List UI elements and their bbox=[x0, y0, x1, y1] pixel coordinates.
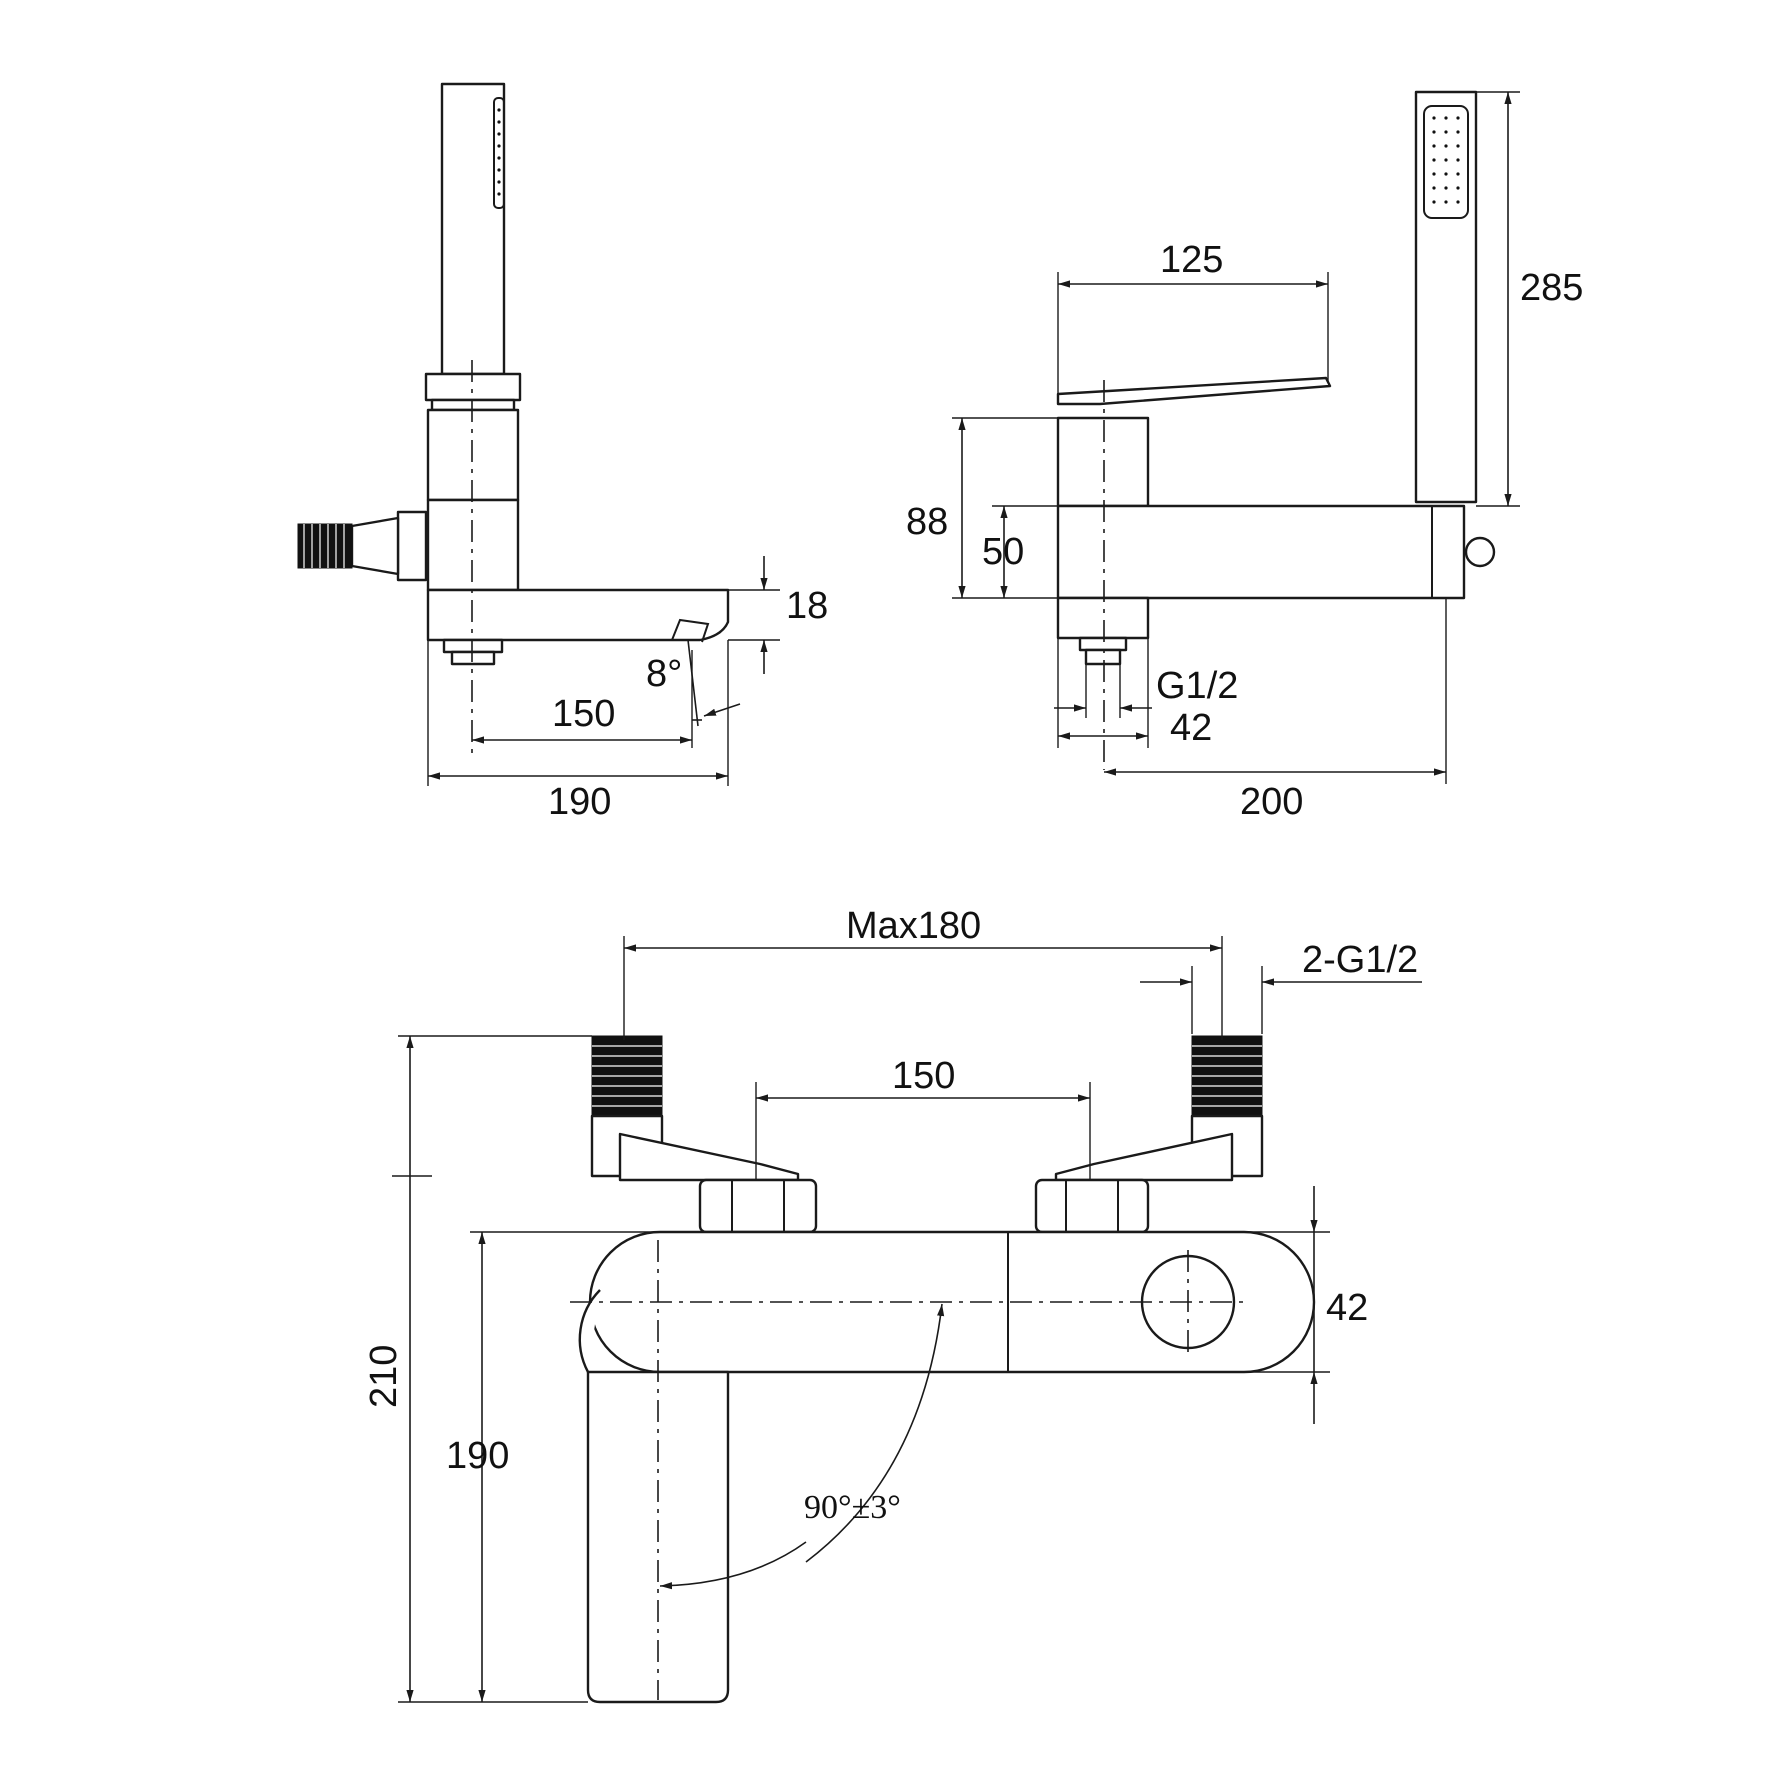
dim-42-label: 42 bbox=[1326, 1287, 1368, 1329]
inlet-thread bbox=[297, 523, 353, 569]
inlet-ring bbox=[1078, 636, 1128, 652]
shower-holder-collar bbox=[424, 372, 522, 402]
inlet-elbow bbox=[350, 516, 400, 576]
right-inlet-thread bbox=[1191, 1035, 1263, 1117]
right-nut bbox=[1034, 1178, 1150, 1234]
body-corner-curve bbox=[578, 1289, 601, 1373]
angle-90-label: 90°±3° bbox=[804, 1489, 901, 1526]
lever-handle bbox=[1056, 376, 1332, 406]
dim-200-label: 200 bbox=[1240, 781, 1303, 823]
dim-210-label: 210 bbox=[363, 1345, 405, 1408]
shower-holder-ring bbox=[430, 398, 516, 412]
dim-150-label: 150 bbox=[552, 693, 615, 735]
shower-head-dots bbox=[1432, 116, 1460, 204]
holder-knob bbox=[1464, 536, 1496, 568]
angle-8-label: 8° bbox=[646, 653, 682, 695]
angle-arc-bottom bbox=[659, 1541, 807, 1590]
aerator bbox=[671, 618, 710, 643]
left-inlet-thread bbox=[591, 1035, 663, 1117]
dim-g12-label: G1/2 bbox=[1156, 665, 1238, 707]
main-body bbox=[1056, 504, 1466, 600]
angle-arrow bbox=[703, 703, 741, 717]
left-nut bbox=[698, 1178, 818, 1234]
dim-88-label: 88 bbox=[906, 501, 948, 543]
angle-arc-top bbox=[805, 1303, 945, 1563]
inlet-base bbox=[1056, 596, 1150, 640]
dim-42-label: 42 bbox=[1170, 707, 1212, 749]
top-view: Max180 2-G1/2 150 42 210 190 90°±3° bbox=[363, 905, 1422, 1704]
hand-shower-nozzle-strip bbox=[493, 97, 505, 209]
spout bbox=[426, 588, 730, 642]
dim-50-label: 50 bbox=[982, 531, 1024, 573]
dim-285-label: 285 bbox=[1520, 267, 1583, 309]
inlet-connector bbox=[1084, 648, 1122, 666]
dim-2g12-label: 2-G1/2 bbox=[1302, 939, 1418, 981]
dim-190-label: 190 bbox=[446, 1435, 509, 1477]
left-eccentric-arm bbox=[618, 1132, 800, 1182]
dim-18-label: 18 bbox=[786, 585, 828, 627]
shower-head-face bbox=[1423, 105, 1469, 219]
dim-190-label: 190 bbox=[548, 781, 611, 823]
bottom-connector bbox=[450, 650, 496, 666]
nozzle-dots bbox=[497, 108, 501, 196]
valve-cartridge bbox=[1056, 416, 1150, 508]
right-eccentric-arm bbox=[1054, 1132, 1234, 1182]
dim-125-label: 125 bbox=[1160, 239, 1223, 281]
dim-max180-label: Max180 bbox=[846, 905, 981, 947]
angle-ref-line bbox=[687, 639, 699, 727]
side-view: 18 8° 150 190 bbox=[297, 82, 828, 823]
inlet-nut bbox=[396, 510, 428, 582]
valve-body-lower bbox=[426, 498, 520, 592]
bottom-connector-ring bbox=[442, 638, 504, 654]
dim-150-label: 150 bbox=[892, 1055, 955, 1097]
front-view: 125 285 88 50 G1/2 42 200 bbox=[906, 90, 1583, 823]
valve-body-upper bbox=[426, 408, 520, 502]
